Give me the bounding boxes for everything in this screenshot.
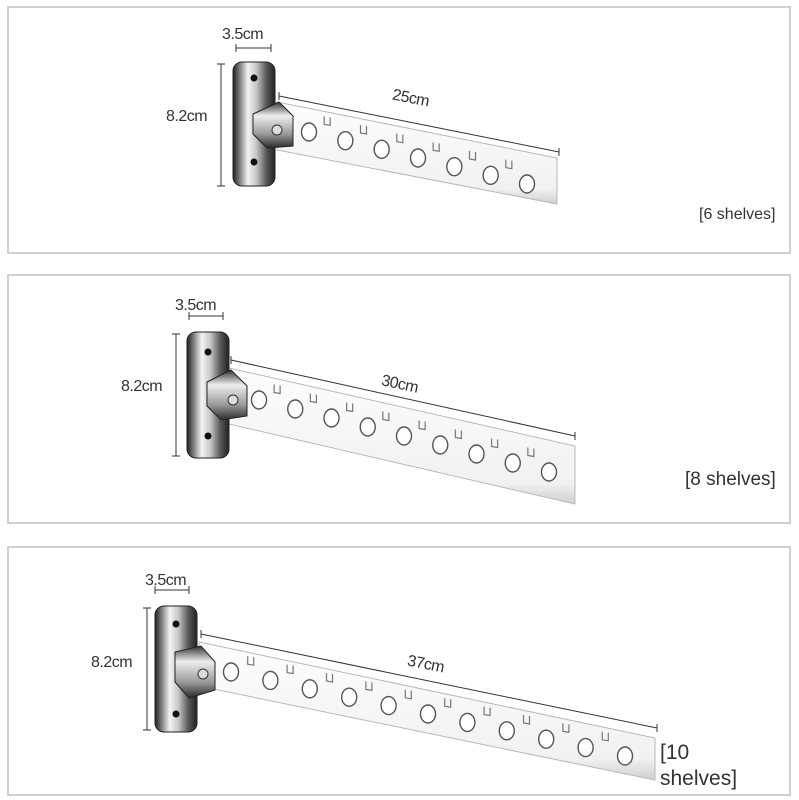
screw-hole-top xyxy=(172,620,180,628)
arm-notch xyxy=(309,393,317,404)
arm-hole xyxy=(222,662,240,682)
arm-hole xyxy=(616,746,634,766)
hinge-knuckle xyxy=(252,101,294,149)
arm-hole xyxy=(262,670,279,691)
arm-hole xyxy=(300,122,318,142)
arm-hole xyxy=(380,695,397,716)
arm-dimension-line xyxy=(200,630,658,732)
arm-notch xyxy=(601,731,609,742)
arm-notch xyxy=(286,664,294,675)
arm-notch xyxy=(562,723,570,734)
arm-notch xyxy=(418,420,426,431)
shelves-label: [10 shelves] xyxy=(660,741,738,790)
arm-notch xyxy=(468,151,477,161)
height-dimension: 8.2cm xyxy=(166,108,208,125)
arm-notch xyxy=(346,402,354,413)
arm-hole xyxy=(395,426,413,446)
arm-holes xyxy=(250,384,558,482)
arm-hole xyxy=(468,444,485,464)
arm-notch xyxy=(382,411,390,422)
arm-notch xyxy=(323,116,331,127)
arm-hole xyxy=(518,174,536,194)
arm-hole xyxy=(459,712,476,733)
arm-notch xyxy=(325,673,334,683)
width-dimension: 3.5cm xyxy=(175,297,217,314)
arm-hole xyxy=(373,139,390,160)
arm-notch xyxy=(522,715,531,725)
bracket-illustration-6 xyxy=(217,44,560,205)
shelves-label: [8 shelves] xyxy=(685,469,776,490)
bracket-illustration-8 xyxy=(172,312,576,505)
product-panel-8-shelves: 8.2cm 3.5cm 30cm [8 shelves] xyxy=(7,274,791,524)
arm-notch xyxy=(396,133,404,144)
arm-hole xyxy=(498,721,515,741)
arm-hole xyxy=(250,390,268,410)
hinge-knuckle xyxy=(174,645,216,699)
arm-notch xyxy=(273,384,281,395)
arm-hole xyxy=(359,417,376,437)
width-dimension: 3.5cm xyxy=(222,26,264,43)
hinge-knuckle xyxy=(206,369,248,421)
screw-hole-bottom xyxy=(250,158,258,166)
arm-notch xyxy=(432,142,440,153)
arm-notch xyxy=(404,689,412,700)
arm-notch xyxy=(491,438,499,449)
screw-hole-bottom xyxy=(172,710,180,718)
product-panel-6-shelves: 8.2cm 3.5cm 25cm [6 shelves] xyxy=(7,6,791,254)
arm-notch xyxy=(483,706,491,717)
arm-notch xyxy=(359,125,368,135)
bracket-illustration-10 xyxy=(143,586,658,781)
arm-notch xyxy=(247,656,255,666)
arm-hole xyxy=(432,435,449,455)
arm-notch xyxy=(365,681,373,692)
arm-hole xyxy=(538,729,555,749)
arm-notch xyxy=(454,429,462,440)
arm-hole xyxy=(287,399,304,419)
arm-hole xyxy=(323,408,340,428)
arm-hole xyxy=(446,156,463,177)
screw-hole-top xyxy=(250,74,258,82)
arm-notch xyxy=(444,698,452,708)
arm-hole xyxy=(409,148,427,168)
arm-hole xyxy=(577,737,594,758)
height-dimension: 8.2cm xyxy=(121,378,163,395)
height-dimension: 8.2cm xyxy=(91,654,133,671)
arm-notch xyxy=(505,159,513,170)
arm-hole xyxy=(540,462,558,482)
arm-hole xyxy=(341,687,358,707)
arm-hole xyxy=(482,165,499,186)
width-dimension: 3.5cm xyxy=(145,572,187,589)
product-panel-10-shelves: 8.2cm 3.5cm 37cm [10 shelves] xyxy=(7,546,791,796)
arm-holes xyxy=(222,656,634,766)
screw-hole-bottom xyxy=(204,432,212,440)
arm-hole xyxy=(419,704,437,724)
arm-hole xyxy=(504,453,521,473)
arm-holes xyxy=(300,116,536,194)
arm-dimension-line xyxy=(230,356,576,440)
arm-notch xyxy=(527,447,535,458)
arm-hole xyxy=(337,130,354,151)
shelves-label: [6 shelves] xyxy=(699,206,776,223)
screw-hole-top xyxy=(204,348,212,356)
arm-dimension-line xyxy=(278,92,560,156)
arm-hole xyxy=(301,679,318,699)
